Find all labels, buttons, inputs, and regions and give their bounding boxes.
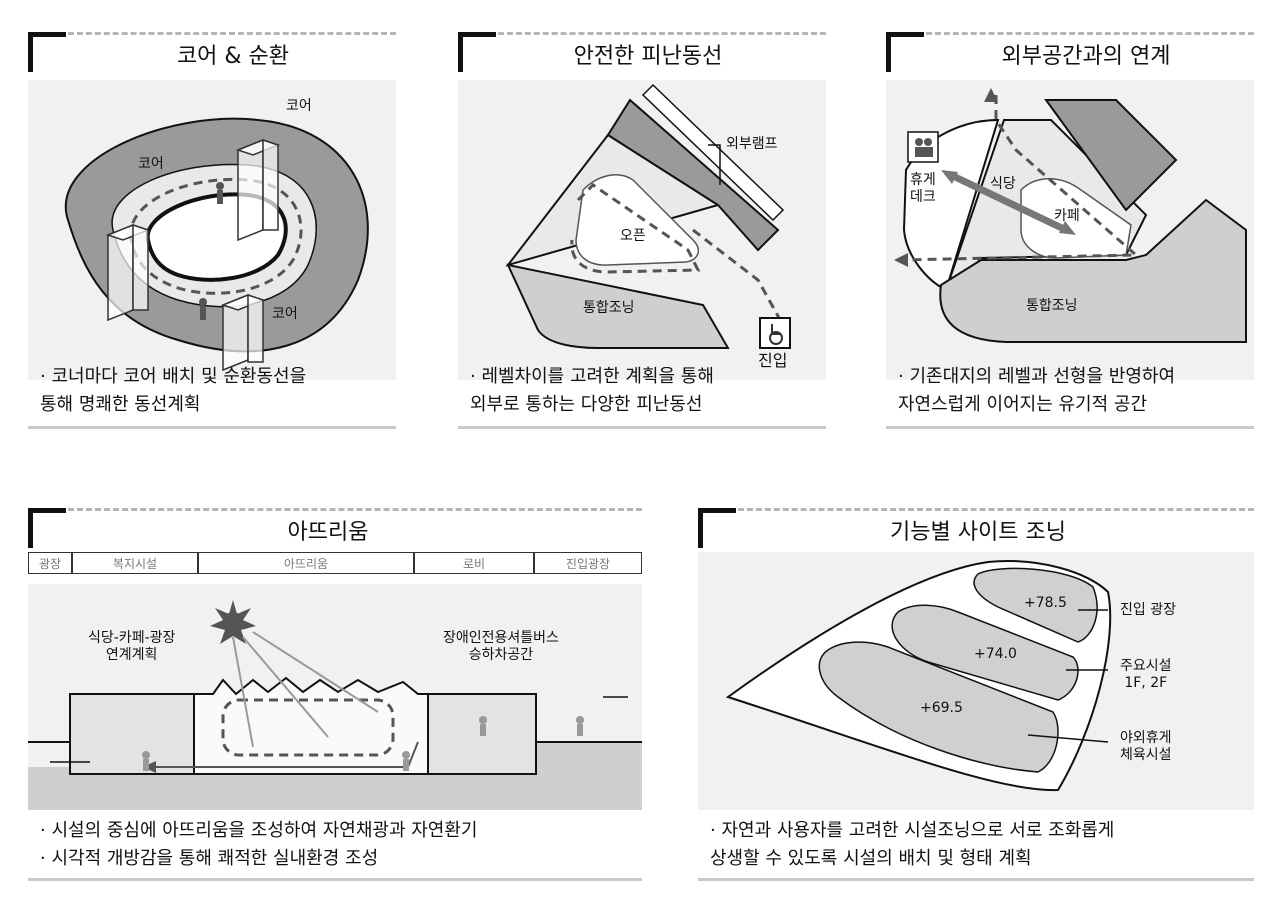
people-icon bbox=[199, 182, 224, 320]
core-label: 코어 bbox=[272, 306, 298, 322]
band-segment: 아뜨리움 bbox=[198, 552, 414, 574]
panel-corner-mark bbox=[28, 508, 66, 548]
rest-deck-label: 휴게 데크 bbox=[910, 172, 936, 205]
sun-icon bbox=[210, 600, 256, 644]
caption-line: · 시각적 개방감을 통해 쾌적한 실내환경 조성 bbox=[40, 848, 379, 869]
caption-line: · 코너마다 코어 배치 및 순환동선을 bbox=[40, 366, 307, 387]
open-label: 오픈 bbox=[620, 228, 646, 244]
caption-line: 외부로 통하는 다양한 피난동선 bbox=[470, 394, 703, 415]
zone-label: 주요시설 1F, 2F bbox=[1120, 658, 1172, 691]
panel-header-rule bbox=[498, 32, 826, 35]
panel-header-rule bbox=[68, 32, 396, 35]
panel-footer-rule bbox=[886, 426, 1254, 429]
evacuation-drawing bbox=[505, 83, 791, 349]
site-zoning-diagram: +78.5 +74.0 +69.5 진입 광장 주요시설 1F, 2F 야외휴게… bbox=[698, 552, 1254, 810]
band-segment: 복지시설 bbox=[72, 552, 198, 574]
panel-corner-mark bbox=[886, 32, 924, 72]
evacuation-diagram: 외부램프 오픈 통합조닝 진입 bbox=[458, 80, 826, 380]
atrium-section-drawing bbox=[28, 584, 642, 810]
link-plan-label: 식당-카페-광장 연계계획 bbox=[88, 630, 176, 663]
ramp-label: 외부램프 bbox=[726, 136, 778, 152]
panel-header-rule bbox=[68, 508, 642, 511]
site-zoning-drawing bbox=[725, 560, 1112, 792]
outdoor-link-diagram: 휴게 데크 식당 카페 통합조닝 bbox=[886, 80, 1254, 380]
cafe-label: 카페 bbox=[1054, 208, 1080, 224]
panel-title: 안전한 피난동선 bbox=[573, 44, 723, 69]
panel-footer-rule bbox=[698, 878, 1254, 881]
panel-header-rule bbox=[926, 32, 1254, 35]
panel-title: 기능별 사이트 조닝 bbox=[890, 520, 1066, 545]
zoning-label: 통합조닝 bbox=[583, 300, 635, 316]
restaurant-label: 식당 bbox=[990, 176, 1016, 192]
core-circulation-diagram: 코어 코어 코어 bbox=[28, 80, 396, 380]
core-circulation-drawing bbox=[64, 117, 369, 372]
outdoor-link-drawing bbox=[894, 88, 1247, 343]
panel-footer-rule bbox=[28, 426, 396, 429]
zoning-label: 통합조닝 bbox=[1026, 298, 1078, 314]
zone-label: 진입 광장 bbox=[1120, 602, 1176, 618]
wheelchair-icon bbox=[769, 324, 783, 345]
panel-core-circulation: 코어 & 순환 코어 코어 코어 · 코너마다 코어 배치 및 순환동선을 통해… bbox=[28, 32, 396, 432]
caption-line: · 자연과 사용자를 고려한 시설조닝으로 서로 조화롭게 bbox=[710, 820, 1115, 841]
core-label: 코어 bbox=[286, 98, 312, 114]
panel-corner-mark bbox=[698, 508, 736, 548]
caption-line: 상생할 수 있도록 시설의 배치 및 형태 계획 bbox=[710, 848, 1032, 869]
panel-corner-mark bbox=[28, 32, 66, 72]
panel-title: 외부공간과의 연계 bbox=[1001, 44, 1171, 69]
band-segment: 진입광장 bbox=[534, 552, 642, 574]
level-label: +69.5 bbox=[920, 700, 963, 716]
band-segment: 로비 bbox=[414, 552, 534, 574]
caption-line: 통해 명쾌한 동선계획 bbox=[40, 394, 201, 415]
panel-footer-rule bbox=[28, 878, 642, 881]
panel-site-zoning: 기능별 사이트 조닝 +78.5 +74.0 +69.5 진입 광장 주요시설 … bbox=[698, 508, 1254, 888]
people-icon bbox=[915, 138, 933, 157]
panel-corner-mark bbox=[458, 32, 496, 72]
section-band: 광장 복지시설 아뜨리움 로비 진입광장 bbox=[28, 552, 642, 574]
people-icon bbox=[142, 716, 584, 771]
shuttle-stop-label: 장애인전용셔틀버스 승하차공간 bbox=[443, 630, 559, 663]
zone-label: 야외휴게 체육시설 bbox=[1120, 730, 1172, 763]
panel-evacuation-route: 안전한 피난동선 외부램프 오픈 통합조닝 진입 · 레벨차이를 고려한 계획을… bbox=[458, 32, 826, 432]
entry-label: 진입 bbox=[758, 351, 788, 370]
atrium-section-diagram: 광장 복지시설 아뜨리움 로비 진입광장 식당-카페-광장 연계계획 장애인전용… bbox=[28, 552, 642, 810]
core-label: 코어 bbox=[138, 156, 164, 172]
caption-line: · 레벨차이를 고려한 계획을 통해 bbox=[470, 366, 714, 387]
panel-atrium: 아뜨리움 광장 복지시설 아뜨리움 로비 진입광장 식당-카페-광장 연계계획 … bbox=[28, 508, 642, 888]
panel-footer-rule bbox=[458, 426, 826, 429]
caption-line: 자연스럽게 이어지는 유기적 공간 bbox=[898, 394, 1148, 415]
panel-header-rule bbox=[738, 508, 1254, 511]
panel-title: 코어 & 순환 bbox=[176, 44, 290, 69]
band-segment: 광장 bbox=[28, 552, 72, 574]
level-label: +78.5 bbox=[1024, 595, 1067, 611]
panel-title: 아뜨리움 bbox=[287, 520, 369, 545]
caption-line: · 시설의 중심에 아뜨리움을 조성하여 자연채광과 자연환기 bbox=[40, 820, 478, 841]
panel-outdoor-link: 외부공간과의 연계 휴게 데크 식당 카페 통합조닝 · 기존대지의 레벨과 선… bbox=[886, 32, 1254, 432]
caption-line: · 기존대지의 레벨과 선형을 반영하여 bbox=[898, 366, 1176, 387]
level-label: +74.0 bbox=[974, 646, 1017, 662]
